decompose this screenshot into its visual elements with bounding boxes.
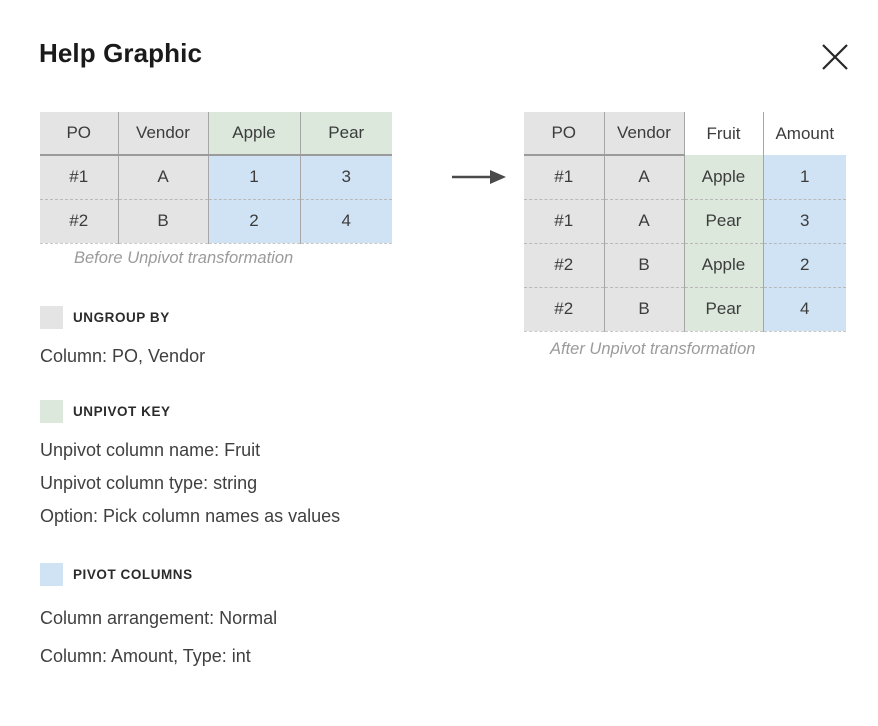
after-table-caption: After Unpivot transformation bbox=[550, 340, 756, 358]
page-title: Help Graphic bbox=[39, 38, 203, 68]
cell-vendor: B bbox=[604, 242, 685, 287]
column-header-apple: Apple bbox=[208, 112, 301, 156]
legend-line: Option: Pick column names as values bbox=[40, 506, 341, 526]
table-header-row: PO Vendor Apple Pear bbox=[40, 112, 392, 156]
swatch-blue-icon bbox=[40, 563, 63, 586]
cell-apple: 1 bbox=[208, 155, 301, 199]
cell-amount: 4 bbox=[763, 286, 846, 332]
legend-group-unpivot-key: UNPIVOT KEY Unpivot column name: Fruit U… bbox=[40, 400, 340, 533]
close-icon[interactable] bbox=[818, 40, 852, 74]
cell-amount: 2 bbox=[763, 242, 846, 287]
cell-po: #2 bbox=[40, 198, 119, 244]
cell-vendor: B bbox=[118, 198, 209, 244]
cell-fruit: Apple bbox=[684, 155, 764, 199]
cell-fruit: Apple bbox=[684, 242, 764, 287]
cell-fruit: Pear bbox=[684, 198, 764, 243]
column-header-vendor: Vendor bbox=[118, 112, 209, 156]
cell-apple: 2 bbox=[208, 198, 301, 244]
cell-amount: 3 bbox=[763, 198, 846, 243]
legend-label-ungroup-by: UNGROUP BY bbox=[73, 310, 170, 325]
cell-po: #2 bbox=[524, 242, 605, 287]
cell-po: #2 bbox=[524, 286, 605, 332]
table-row: #1 A Apple 1 bbox=[524, 155, 846, 199]
table-row: #2 B Pear 4 bbox=[524, 286, 846, 332]
cell-po: #1 bbox=[40, 155, 119, 199]
column-header-vendor: Vendor bbox=[604, 112, 685, 156]
table-row: #1 A 1 3 bbox=[40, 155, 392, 199]
legend-line: Unpivot column type: string bbox=[40, 473, 258, 493]
arrow-right-icon bbox=[452, 167, 508, 187]
cell-pear: 3 bbox=[300, 155, 392, 199]
cell-vendor: A bbox=[604, 198, 685, 243]
cell-vendor: A bbox=[604, 155, 685, 199]
legend-line: Column arrangement: Normal bbox=[40, 608, 278, 628]
legend-body: Column arrangement: Normal Column: Amoun… bbox=[40, 599, 277, 675]
table-row: #2 B Apple 2 bbox=[524, 242, 846, 287]
after-table: PO Vendor Fruit Amount #1 A Apple 1 #1 A… bbox=[524, 112, 846, 332]
cell-amount: 1 bbox=[763, 155, 846, 199]
cell-po: #1 bbox=[524, 155, 605, 199]
swatch-grey-icon bbox=[40, 306, 63, 329]
legend-label-pivot-columns: PIVOT COLUMNS bbox=[73, 567, 193, 582]
legend-header: UNGROUP BY bbox=[40, 306, 205, 329]
before-table-caption: Before Unpivot transformation bbox=[74, 249, 294, 267]
legend-line: Column: Amount, Type: int bbox=[40, 646, 251, 666]
legend-body: Unpivot column name: Fruit Unpivot colum… bbox=[40, 434, 340, 533]
legend-label-unpivot-key: UNPIVOT KEY bbox=[73, 404, 171, 419]
column-header-fruit: Fruit bbox=[684, 112, 764, 155]
legend-line: Column: PO, Vendor bbox=[40, 346, 206, 366]
column-header-amount: Amount bbox=[775, 123, 835, 143]
cell-fruit: Pear bbox=[684, 286, 764, 332]
table-row: #1 A Pear 3 bbox=[524, 198, 846, 243]
table-row: #2 B 2 4 bbox=[40, 198, 392, 244]
cell-pear: 4 bbox=[300, 198, 392, 244]
cell-vendor: B bbox=[604, 286, 685, 332]
cell-po: #1 bbox=[524, 198, 605, 243]
column-header-pear: Pear bbox=[300, 112, 392, 156]
legend-line: Unpivot column name: Fruit bbox=[40, 440, 261, 460]
legend-header: UNPIVOT KEY bbox=[40, 400, 340, 423]
column-header-po: PO bbox=[524, 112, 605, 156]
before-table: PO Vendor Apple Pear #1 A 1 3 #2 B 2 4 bbox=[40, 112, 392, 244]
legend-header: PIVOT COLUMNS bbox=[40, 563, 277, 586]
legend-group-pivot-columns: PIVOT COLUMNS Column arrangement: Normal… bbox=[40, 563, 277, 675]
legend-body: Column: PO, Vendor bbox=[40, 340, 205, 373]
column-header-po: PO bbox=[40, 112, 119, 156]
table-header-row: PO Vendor Fruit Amount bbox=[524, 112, 846, 156]
cell-vendor: A bbox=[118, 155, 209, 199]
legend-group-ungroup-by: UNGROUP BY Column: PO, Vendor bbox=[40, 306, 205, 373]
swatch-green-icon bbox=[40, 400, 63, 423]
